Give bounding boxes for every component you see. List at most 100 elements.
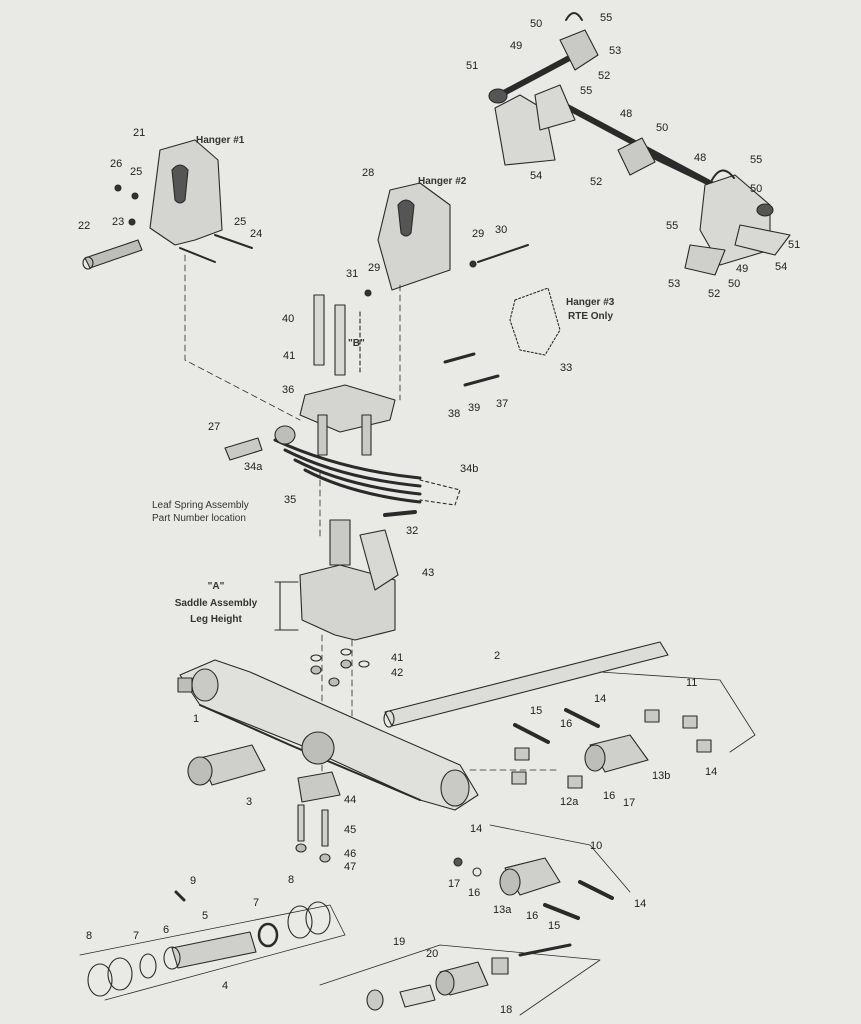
callout-4: 4 bbox=[222, 980, 229, 992]
callout-5: 5 bbox=[202, 910, 209, 922]
nut-23 bbox=[128, 218, 136, 226]
callout-16: 16 bbox=[603, 790, 616, 802]
callout-2: 2 bbox=[494, 650, 501, 662]
nut-31 bbox=[364, 289, 372, 297]
sleeve-20-end bbox=[435, 970, 455, 996]
trailing-arm-beam-1 bbox=[177, 659, 479, 811]
leaf-1 bbox=[273, 438, 422, 480]
bushing-51-right bbox=[756, 203, 774, 217]
callout-45: 45 bbox=[344, 824, 357, 836]
kit-4-frame bbox=[79, 904, 346, 1001]
callout-25: 25 bbox=[234, 216, 247, 228]
hanger-1-slot bbox=[171, 164, 189, 204]
callout-19: 19 bbox=[393, 936, 406, 948]
top-pad-36 bbox=[299, 384, 396, 433]
callout-35: 35 bbox=[284, 494, 297, 506]
callout-55: 55 bbox=[600, 12, 613, 24]
callout-52: 52 bbox=[708, 288, 721, 300]
callout-49: 49 bbox=[510, 40, 523, 52]
spring-eye bbox=[274, 425, 296, 445]
spacer-6 bbox=[163, 946, 181, 970]
callout-54: 54 bbox=[775, 261, 788, 273]
hanger-3-label: Hanger #3 bbox=[566, 297, 615, 308]
saddle-assembly bbox=[274, 519, 399, 641]
dim-a-bracket bbox=[274, 581, 299, 631]
callout-52: 52 bbox=[590, 176, 603, 188]
beam-bore bbox=[301, 731, 335, 765]
callout-30: 30 bbox=[495, 224, 508, 236]
callout-17: 17 bbox=[448, 878, 461, 890]
callout-8: 8 bbox=[86, 930, 93, 942]
lower-bushing-kit bbox=[319, 943, 601, 1016]
nut-17b bbox=[453, 857, 463, 867]
axle-tube-2 bbox=[384, 641, 669, 727]
kit-18-frame bbox=[319, 944, 601, 1016]
leaf-spring-label: Leaf Spring Assembly bbox=[152, 500, 249, 511]
clip-55-right bbox=[711, 169, 735, 181]
callout-34b: 34b bbox=[460, 463, 479, 475]
beam-lower-edge bbox=[199, 704, 421, 801]
bolt-24 bbox=[214, 234, 253, 249]
callout-39: 39 bbox=[468, 402, 481, 414]
callout-12a: 12a bbox=[560, 796, 579, 808]
hanger-2 bbox=[364, 182, 529, 297]
callout-42: 42 bbox=[391, 667, 404, 679]
washer-row-3 bbox=[358, 660, 370, 668]
callout-21: 21 bbox=[133, 127, 146, 139]
hanger-1-label: Hanger #1 bbox=[196, 135, 245, 146]
callout-44: 44 bbox=[344, 794, 357, 806]
nut-row-2 bbox=[340, 659, 352, 669]
callout-27: 27 bbox=[208, 421, 221, 433]
washer-row-2 bbox=[340, 648, 352, 656]
clip-b bbox=[682, 715, 698, 729]
callout-6: 6 bbox=[163, 924, 170, 936]
bolt-14d bbox=[578, 880, 614, 900]
clip-c bbox=[696, 739, 712, 753]
leaf-3 bbox=[293, 458, 422, 496]
callout-1: 1 bbox=[193, 713, 200, 725]
hanger-2-slot bbox=[397, 199, 415, 237]
leaf-2 bbox=[283, 448, 422, 488]
callout-52: 52 bbox=[598, 70, 611, 82]
callout-48: 48 bbox=[694, 152, 707, 164]
washer-16c bbox=[472, 867, 482, 877]
bolt-lower-kit bbox=[518, 943, 572, 957]
callout-43: 43 bbox=[422, 567, 435, 579]
pin-5 bbox=[171, 931, 257, 969]
washer-row-1 bbox=[310, 654, 322, 662]
callout-14: 14 bbox=[634, 898, 647, 910]
saddle-body-43 bbox=[299, 564, 396, 641]
callout-16: 16 bbox=[468, 887, 481, 899]
saddle-fasteners bbox=[310, 648, 370, 687]
callout-51: 51 bbox=[788, 239, 801, 251]
clip-12a-a bbox=[514, 747, 530, 761]
callout-22: 22 bbox=[78, 220, 91, 232]
callout-17: 17 bbox=[623, 797, 636, 809]
callout-24: 24 bbox=[250, 228, 263, 240]
nut-46 bbox=[295, 843, 307, 853]
callout-33: 33 bbox=[560, 362, 573, 374]
saddle-ear bbox=[359, 529, 399, 591]
clip-12a-b bbox=[511, 771, 527, 785]
disc-8b-2 bbox=[305, 901, 331, 935]
stud-45-right bbox=[321, 809, 329, 847]
bolt-lower bbox=[179, 247, 216, 263]
callout-23: 23 bbox=[112, 216, 125, 228]
kit-11-frame bbox=[599, 671, 756, 753]
callout-51: 51 bbox=[466, 60, 479, 72]
pad-36-post-left bbox=[317, 414, 328, 456]
bushing-3-end bbox=[187, 756, 213, 786]
callout-54: 54 bbox=[530, 170, 543, 182]
callout-48: 48 bbox=[620, 108, 633, 120]
callout-13a: 13a bbox=[493, 904, 512, 916]
clamp-50-top bbox=[559, 29, 599, 71]
pin-22-end bbox=[82, 256, 94, 270]
callout-38: 38 bbox=[448, 408, 461, 420]
callout-14: 14 bbox=[705, 766, 718, 778]
callout-7: 7 bbox=[253, 897, 260, 909]
front-bushing bbox=[191, 668, 219, 702]
callout-3: 3 bbox=[246, 796, 253, 808]
callout-40: 40 bbox=[282, 313, 295, 325]
